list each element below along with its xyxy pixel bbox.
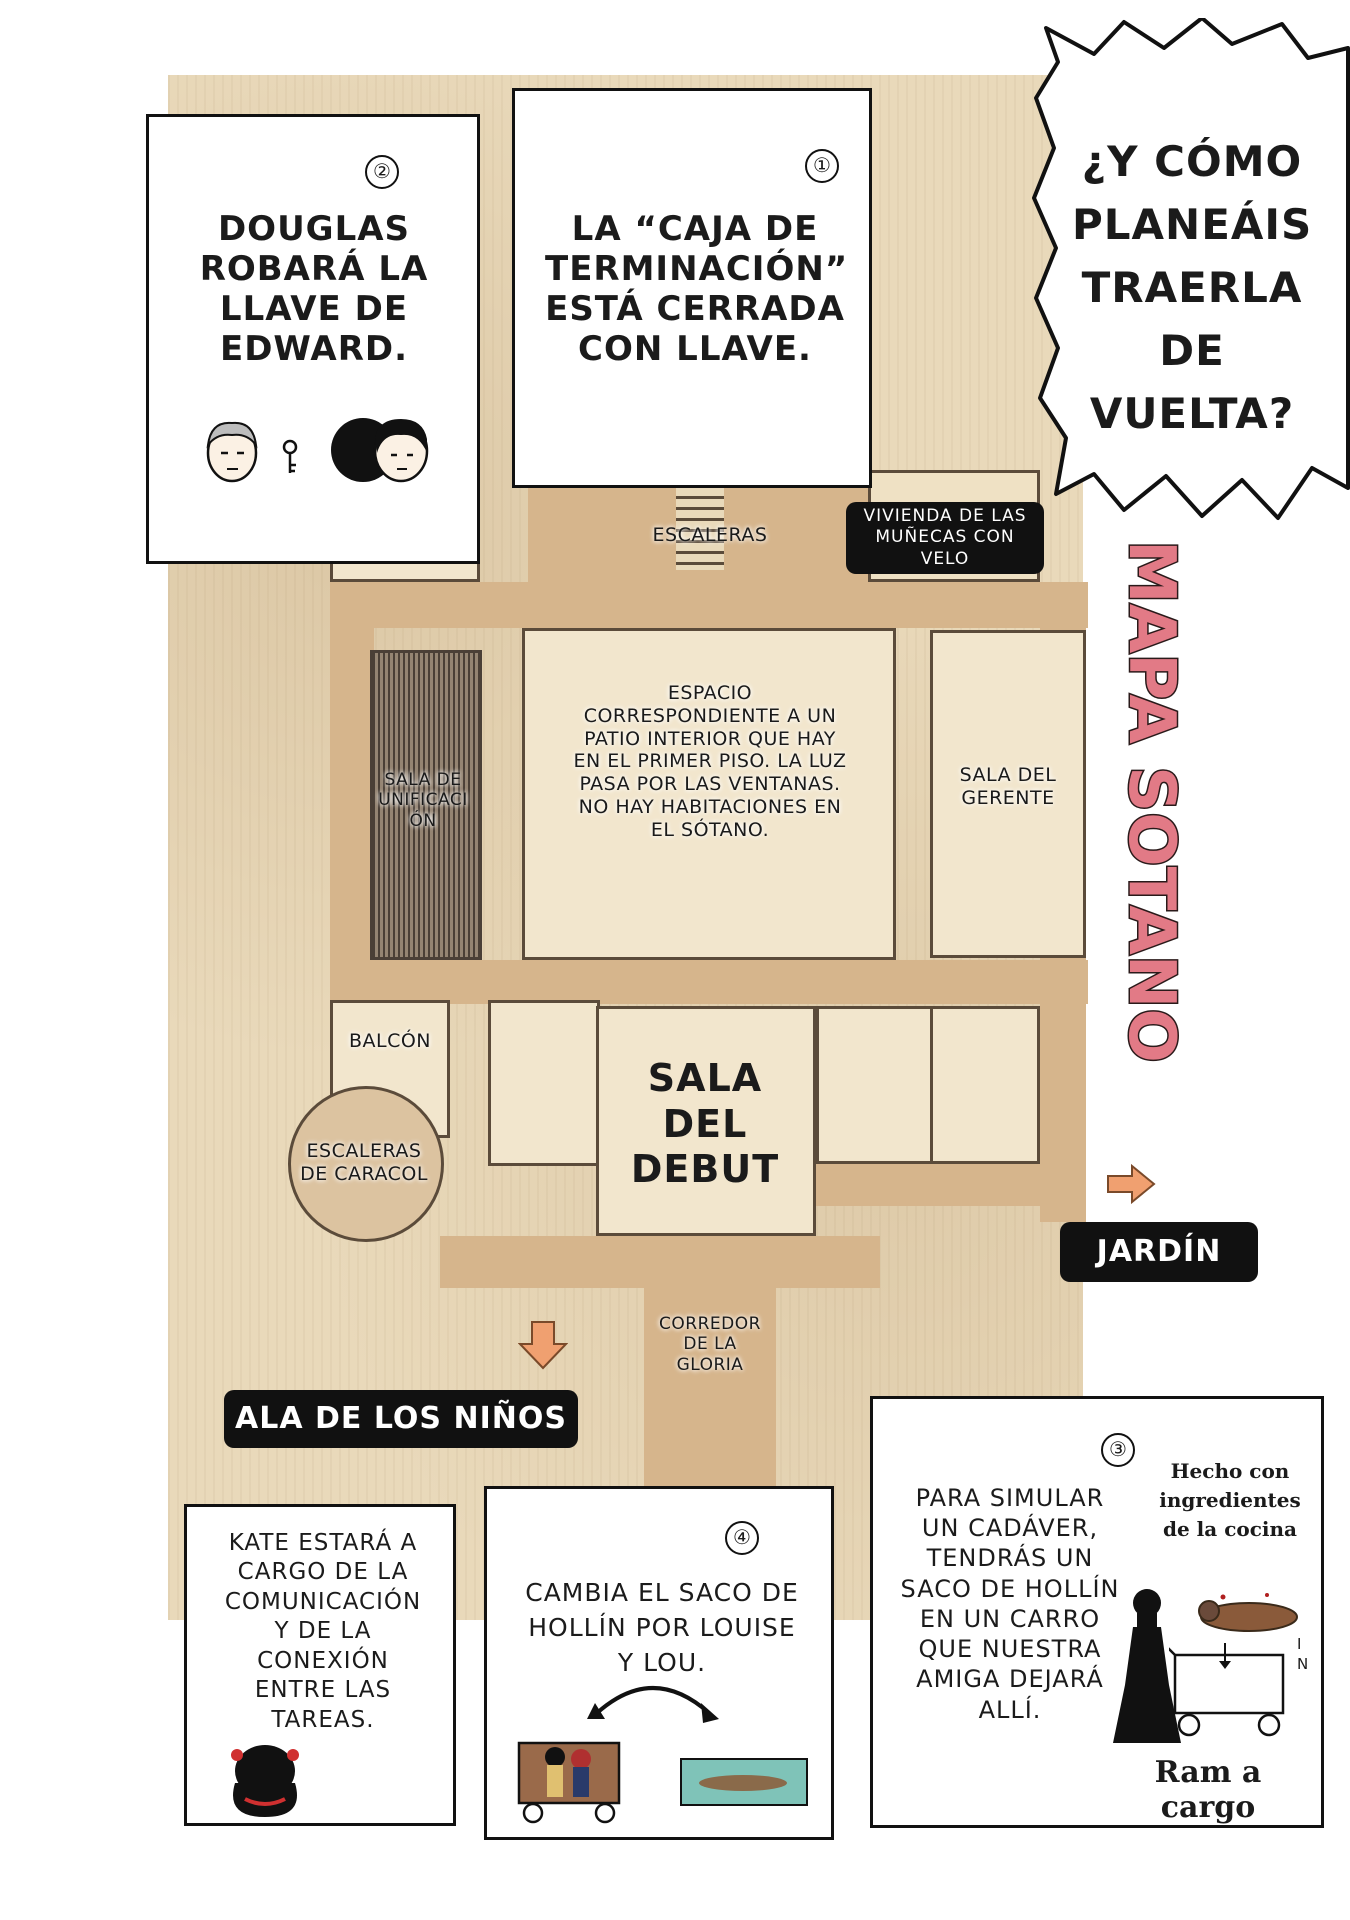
label-stairs: ESCALERAS: [652, 524, 768, 546]
arrow-right-to-garden: [1106, 1163, 1156, 1205]
unification-room: [370, 650, 482, 960]
panel-5-text: KATE ESTARÁ A CARGO DE LA COMUNICACIÓN Y…: [224, 1530, 422, 1733]
corridor-bottom: [440, 1236, 880, 1288]
maid-figure-icon: [1109, 1585, 1183, 1749]
corridor-left: [330, 582, 374, 1002]
tag-children-wing: ALA DE LOS NIÑOS: [224, 1390, 578, 1448]
panel-4-text: CAMBIA EL SACO DE HOLLÍN POR LOUISE Y LO…: [525, 1578, 799, 1677]
panel-4-number: ④: [725, 1521, 759, 1555]
label-veiled-dolls: VIVIENDA DE LAS MUÑECAS CON VELO: [846, 502, 1044, 574]
label-courtyard: ESPACIO CORRESPONDIENTE A UN PATIO INTER…: [573, 682, 847, 841]
tag-garden: JARDÍN: [1060, 1222, 1258, 1282]
edward-face-icon: [327, 413, 437, 491]
map-title-text: MAPA SOTANO: [1114, 540, 1188, 1063]
corridor-right-low: [815, 1162, 1085, 1206]
panel-5: KATE ESTARÁ A CARGO DE LA COMUNICACIÓN Y…: [184, 1504, 456, 1826]
panel-3: ③ PARA SIMULAR UN CADÁVER, TENDRÁS UN SA…: [870, 1396, 1324, 1828]
debut-room: [596, 1006, 816, 1236]
speech-text: ¿Y CÓMO PLANEÁIS TRAERLA DE VUELTA?: [1072, 137, 1313, 438]
manager-room: [930, 630, 1086, 958]
room-right-debut-2: [930, 1006, 1040, 1164]
spiral-stairs-room: [288, 1086, 444, 1242]
panel-2-number: ②: [365, 155, 399, 189]
panel-3-number: ③: [1101, 1433, 1135, 1467]
panel-3-text: PARA SIMULAR UN CADÁVER, TENDRÁS UN SACO…: [900, 1484, 1120, 1724]
courtyard-room: [522, 628, 896, 960]
label-manager: SALA DEL GERENTE: [959, 764, 1057, 809]
soot-bag-box-icon: [679, 1757, 809, 1811]
cart-icon: [1164, 1643, 1293, 1747]
panel-3-note: Hecho con ingredientes de la cocina: [1159, 1459, 1301, 1541]
panel-1-text: LA “CAJA DE TERMINACIÓN” ESTÁ CERRADA CO…: [545, 209, 849, 370]
room-right-debut-1: [816, 1006, 934, 1164]
panel-2-text: DOUGLAS ROBARÁ LA LLAVE DE EDWARD.: [199, 209, 429, 370]
panel-4: ④ CAMBIA EL SACO DE HOLLÍN POR LOUISE Y …: [484, 1486, 834, 1840]
corridor-top: [330, 582, 1088, 628]
corridor-middle: [330, 960, 1088, 1004]
label-unification: SALA DE UNIFICACIÓN: [378, 770, 468, 831]
label-debut: SALA DEL DEBUT: [630, 1056, 780, 1192]
panel-3-footer: Ram a cargo: [1154, 1755, 1262, 1825]
map-title: MAPA SOTANO: [1100, 520, 1200, 1120]
panel-3-in-label: IN: [1297, 1635, 1309, 1673]
label-spiral-stairs: ESCALERAS DE CARACOL: [300, 1140, 428, 1185]
speech-bubble: ¿Y CÓMO PLANEÁIS TRAERLA DE VUELTA?: [1032, 18, 1350, 528]
soot-bag-icon: [1193, 1583, 1303, 1647]
stairs-steps: [676, 474, 724, 570]
panel-1: ① LA “CAJA DE TERMINACIÓN” ESTÁ CERRADA …: [512, 88, 872, 488]
room-left-of-debut: [488, 1000, 600, 1166]
swap-arrow-icon: [583, 1669, 723, 1729]
kate-figure-icon: [215, 1725, 315, 1829]
douglas-face-icon: [197, 415, 267, 489]
label-balcony: BALCÓN: [348, 1030, 432, 1052]
panel-2: ② DOUGLAS ROBARÁ LA LLAVE DE EDWARD.: [146, 114, 480, 564]
cart-with-children-icon: [505, 1725, 625, 1829]
panel-1-number: ①: [805, 149, 839, 183]
key-icon: [279, 439, 301, 479]
arrow-down-to-children: [517, 1320, 569, 1370]
label-glory: CORREDOR DE LA GLORIA: [659, 1314, 761, 1375]
